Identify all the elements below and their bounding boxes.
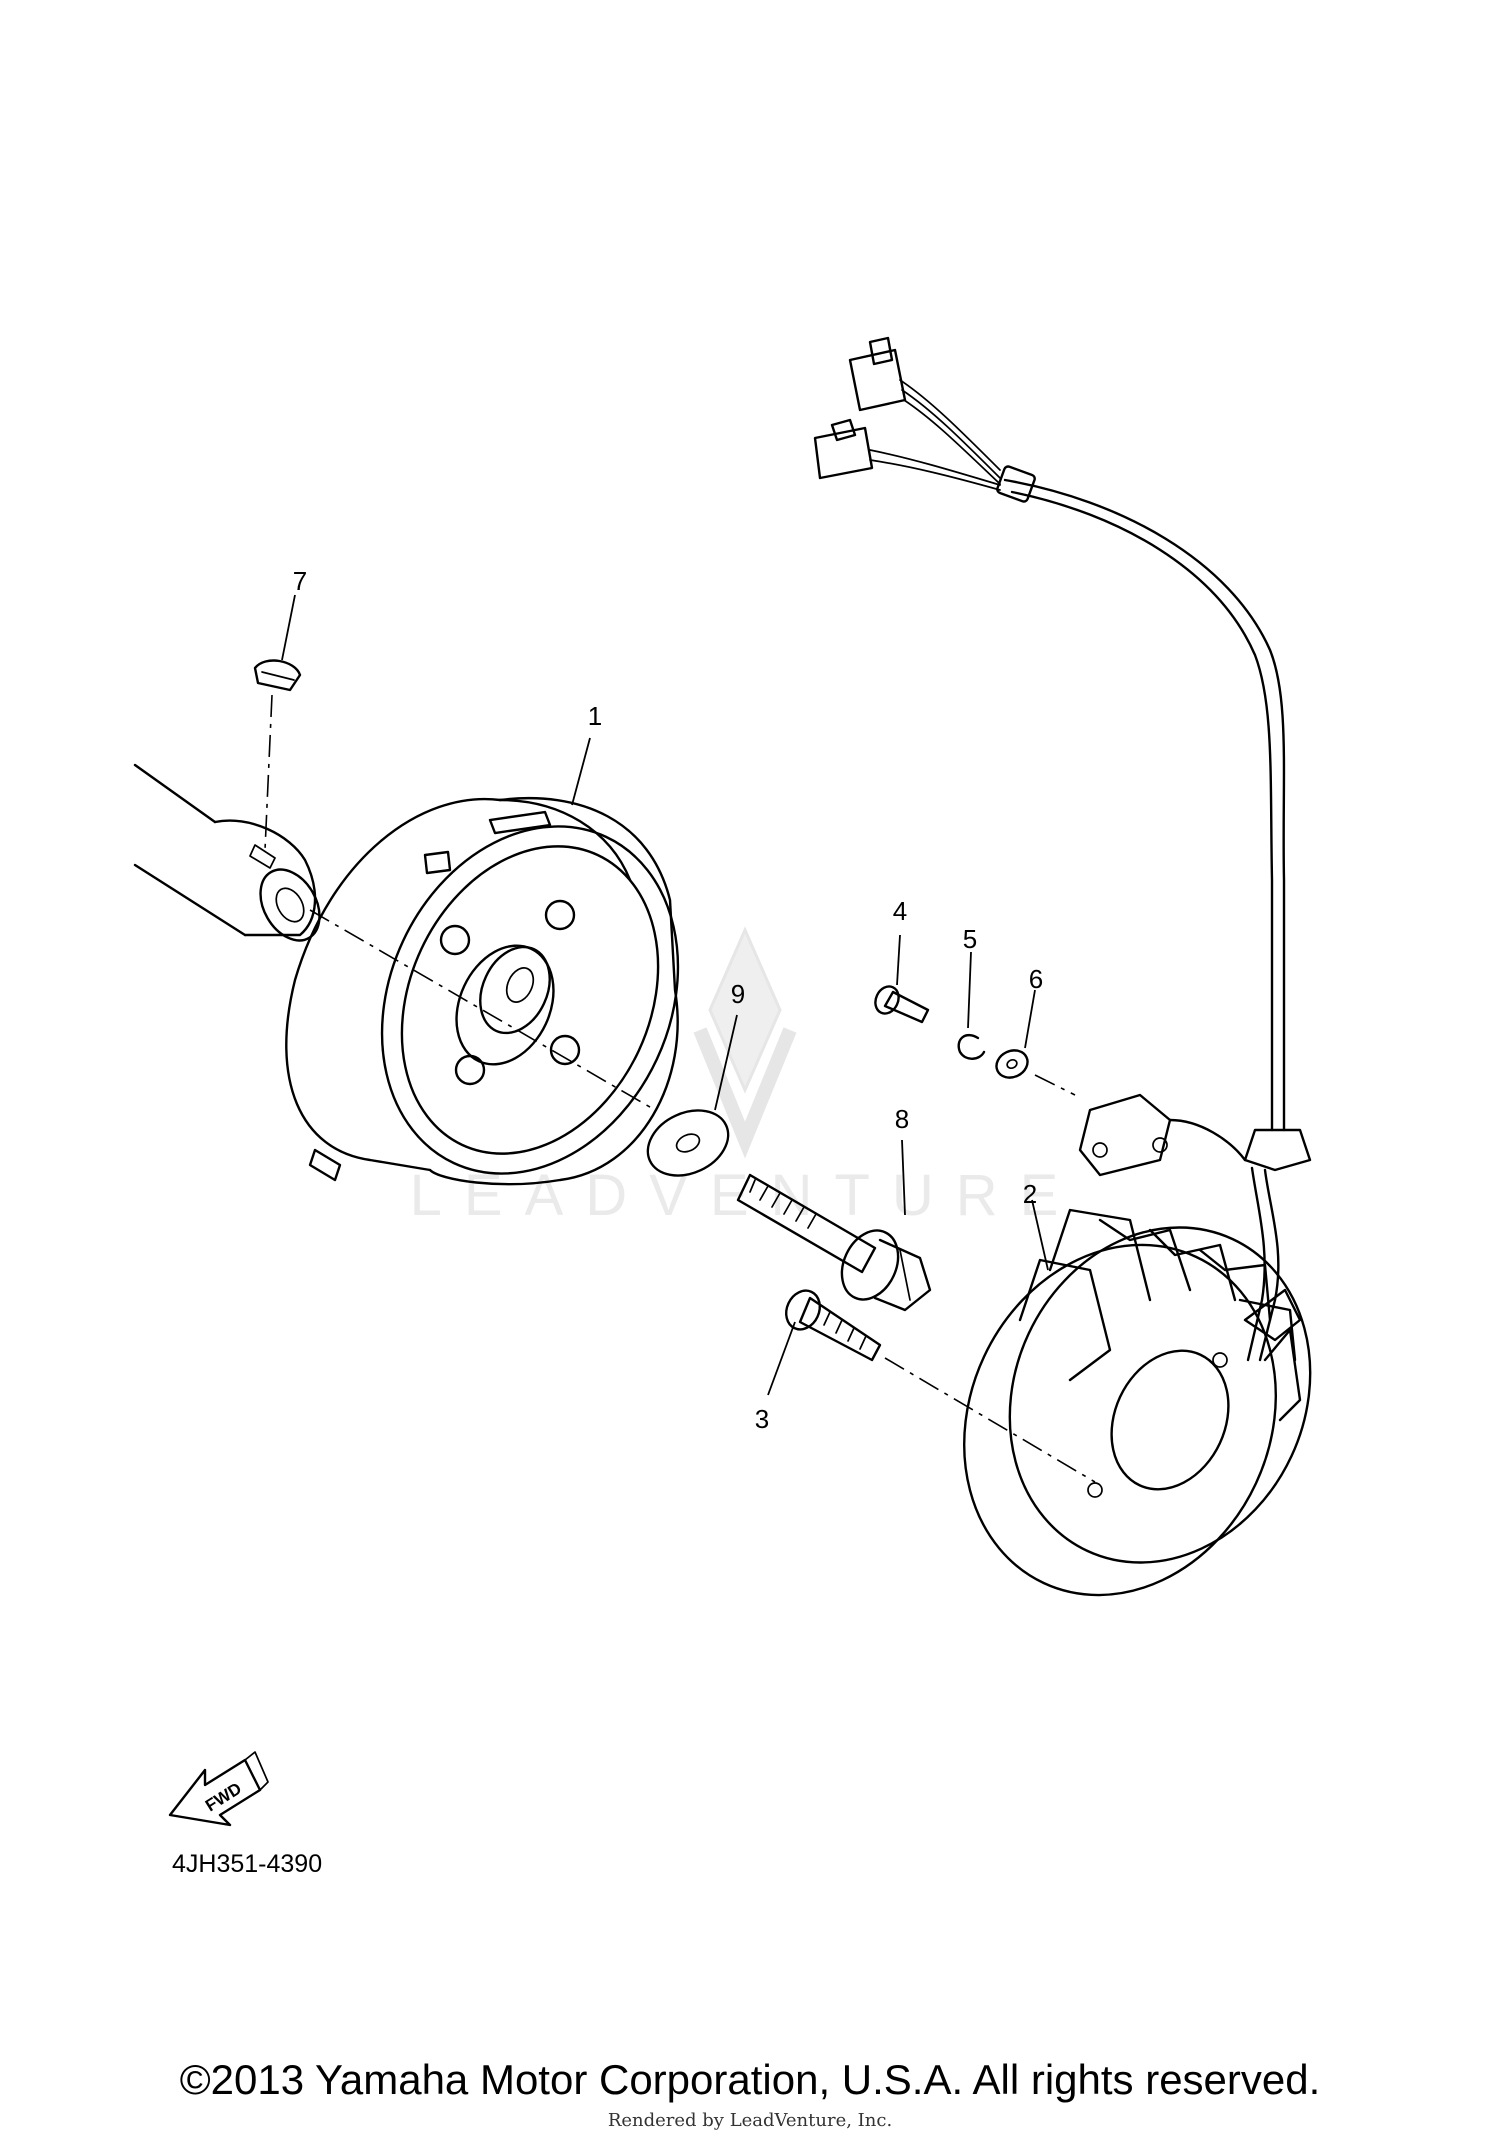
part-2-stator-assembly: 2 [813, 336, 1312, 1597]
callout-3: 3 [755, 1404, 769, 1434]
callout-1: 1 [588, 701, 602, 731]
callout-2: 2 [1023, 1179, 1037, 1209]
leadventure-watermark: LEADVENTURE [410, 926, 1081, 1228]
part-1-flywheel-rotor: 1 [285, 701, 680, 1186]
fwd-label: FWD [202, 1779, 245, 1816]
copyright-notice: ©2013 Yamaha Motor Corporation, U.S.A. A… [179, 2056, 1321, 2103]
part-8-flange-bolt: 8 [736, 1104, 932, 1312]
crankshaft [133, 763, 656, 1111]
part-9-washer: 9 [646, 979, 745, 1177]
callout-7: 7 [293, 566, 307, 596]
fwd-arrow-icon: FWD [168, 1751, 269, 1827]
part-5-clip: 5 [957, 924, 986, 1060]
part-4-screw: 4 [874, 896, 930, 1024]
part-3-screw: 3 [755, 1289, 1096, 1483]
callout-5: 5 [963, 924, 977, 954]
watermark-text: LEADVENTURE [410, 1163, 1081, 1228]
callout-6: 6 [1029, 964, 1043, 994]
part-7-woodruff-key: 7 [253, 566, 307, 851]
callout-9: 9 [731, 979, 745, 1009]
callout-8: 8 [895, 1104, 909, 1134]
callout-4: 4 [893, 896, 907, 926]
diagram-number: 4JH351-4390 [172, 1850, 322, 1878]
part-6-washer: 6 [995, 964, 1076, 1096]
rendered-by-credit: Rendered by LeadVenture, Inc. [607, 2110, 893, 2131]
